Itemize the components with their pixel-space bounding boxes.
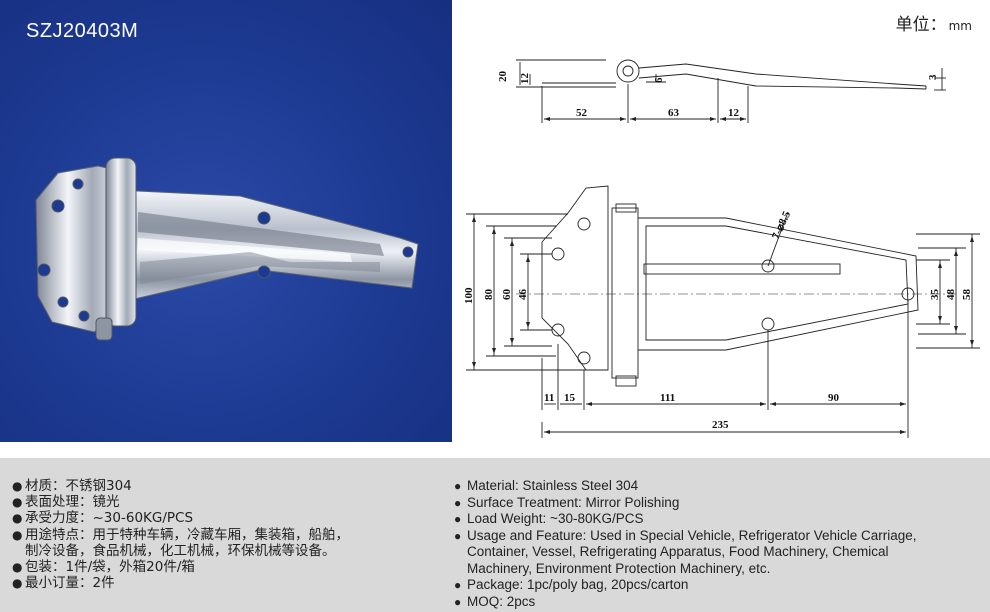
top-view-drawing (466, 185, 980, 438)
spec-text: 材质：不锈钢304 (25, 478, 132, 494)
spec-text: 制冷设备，食品机械，化工机械，环保机械等设备。 (25, 542, 336, 559)
spec-item: ●承受力度：~30-60KG/PCS (12, 510, 442, 526)
spec-list-cn: ●材质：不锈钢304●表面处理：镜光●承受力度：~30-60KG/PCS●用途特… (12, 478, 442, 591)
technical-drawing: 20 12 6 3 52 63 12 100 80 60 46 35 48 58… (463, 59, 980, 438)
spec-text: Material: Stainless Steel 304 (467, 478, 639, 493)
unit-prefix: 单位： (895, 15, 947, 35)
spec-item: ● Usage and Feature: Used in Special Vehi… (454, 528, 984, 545)
product-code: SZJ20403M (26, 20, 139, 42)
unit-label: 单位：mm (896, 10, 972, 35)
spec-text: MOQ: 2pcs (467, 593, 536, 609)
spec-item: ● Material: Stainless Steel 304 (454, 478, 984, 495)
spec-item: Machinery, Environment Protection Machin… (454, 561, 984, 578)
spec-text: Load Weight: ~30-80KG/PCS (467, 511, 644, 526)
dim-58: 58 (961, 289, 973, 301)
spec-item: ● MOQ: 2pcs (454, 594, 984, 611)
hinge-knuckle (105, 157, 137, 327)
spec-text: Container, Vessel, Refrigerating Apparat… (467, 544, 889, 559)
product-photo-panel: SZJ20403M (0, 0, 452, 442)
spec-item: ● Package: 1pc/poly bag, 20pcs/carton (454, 577, 984, 594)
dim-63: 63 (668, 107, 680, 119)
spec-panel: ●材质：不锈钢304●表面处理：镜光●承受力度：~30-60KG/PCS●用途特… (0, 458, 990, 612)
bullet-icon: ● (12, 527, 23, 542)
dim-52: 52 (576, 107, 588, 119)
bullet-icon: ● (454, 495, 462, 510)
spec-item: ● Surface Treatment: Mirror Polishing (454, 495, 984, 512)
bullet-icon: ● (454, 528, 462, 543)
dim-46: 46 (517, 289, 529, 301)
spec-text: 包装：1件/袋，外箱20件/箱 (25, 559, 195, 576)
bullet-icon: ● (12, 479, 23, 493)
bullet-icon: ● (454, 479, 462, 493)
dim-11: 11 (544, 392, 554, 404)
dim-90: 90 (828, 392, 840, 404)
dim-12-side: 12 (519, 73, 531, 85)
dim-48: 48 (945, 289, 957, 301)
spec-text: Machinery, Environment Protection Machin… (467, 560, 771, 576)
spec-item: ●包装：1件/袋，外箱20件/箱 (12, 559, 442, 575)
hinge-photo (35, 157, 419, 341)
bullet-icon: ● (12, 576, 23, 591)
spec-item: ●用途特点：用于特种车辆，冷藏车厢，集装箱，船舶， (12, 527, 442, 543)
dim-15: 15 (564, 392, 576, 404)
spec-item: ●材质：不锈钢304 (12, 478, 442, 494)
hinge-left-plate (35, 165, 117, 333)
spec-item: 制冷设备，食品机械，化工机械，环保机械等设备。 (12, 543, 442, 559)
dim-111: 111 (660, 392, 675, 404)
spec-text: 表面处理：镜光 (25, 494, 120, 511)
spec-item: ●表面处理：镜光 (12, 494, 442, 510)
bullet-icon: ● (454, 578, 462, 592)
dim-80: 80 (483, 289, 495, 301)
spec-text: 承受力度：~30-60KG/PCS (25, 510, 194, 527)
dim-100: 100 (463, 287, 475, 304)
dim-20: 20 (497, 71, 509, 83)
dim-holes: 7-⌀8.5 (770, 209, 794, 241)
bullet-icon: ● (12, 495, 23, 510)
unit-value: mm (948, 19, 972, 33)
dim-3: 3 (927, 74, 939, 80)
bullet-icon: ● (12, 511, 23, 526)
dim-6: 6 (653, 77, 665, 83)
spec-item: Container, Vessel, Refrigerating Apparat… (454, 544, 984, 561)
dim-12-bottom: 12 (728, 107, 740, 119)
spec-text: Package: 1pc/poly bag, 20pcs/carton (467, 577, 689, 592)
spec-item: ●最小订量：2件 (12, 575, 442, 591)
spec-item: ● Load Weight: ~30-80KG/PCS (454, 511, 984, 528)
dim-235: 235 (712, 419, 729, 431)
bullet-icon: ● (454, 512, 462, 526)
bullet-icon: ● (454, 594, 462, 609)
dim-35: 35 (929, 289, 941, 301)
spec-text: Usage and Feature: Used in Special Vehic… (467, 527, 917, 543)
spec-text: Surface Treatment: Mirror Polishing (467, 494, 680, 510)
bullet-icon: ● (12, 560, 23, 575)
spec-text: 用途特点：用于特种车辆，冷藏车厢，集装箱，船舶， (25, 526, 349, 543)
spec-text: 最小订量：2件 (25, 575, 115, 592)
spec-list-en: ● Material: Stainless Steel 304 ● Surface T… (454, 478, 984, 610)
dim-60: 60 (501, 289, 513, 301)
